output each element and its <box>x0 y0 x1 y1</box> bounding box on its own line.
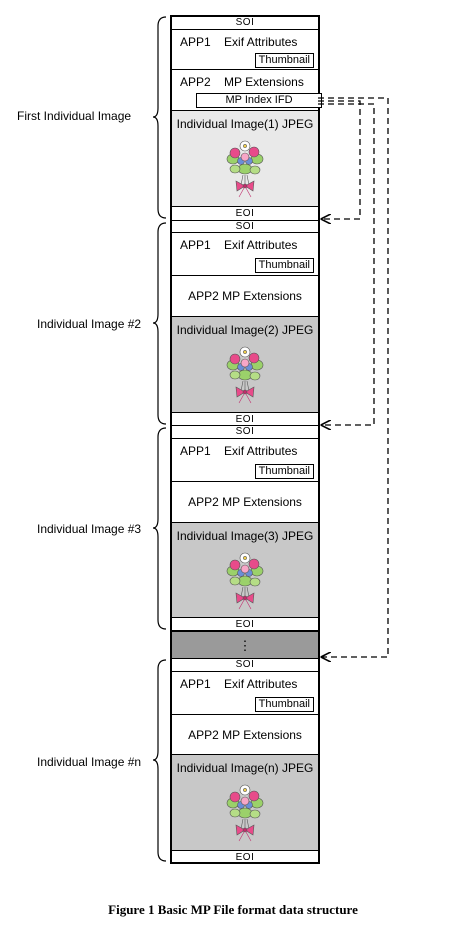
bouquet-icon <box>226 552 264 610</box>
eoi-marker: EOI <box>172 207 318 221</box>
app1-label: APP1 Exif Attributes <box>180 677 298 691</box>
app1-segment: APP1 Exif Attributes Thumbnail <box>172 439 318 482</box>
side-label-image-n: Individual Image #n <box>37 755 142 769</box>
image-1-jpeg: Individual Image(1) JPEG <box>172 111 318 207</box>
soi-marker: SOI <box>172 659 318 672</box>
mp-file-structure: SOI APP1 Exif Attributes Thumbnail APP2 … <box>170 15 322 864</box>
pointer-to-image-n <box>318 97 389 657</box>
app2-segment: APP2 MP Extensions <box>172 715 318 755</box>
pointer-to-image-1 <box>318 100 361 219</box>
bouquet-icon <box>226 346 264 404</box>
brace-image-2 <box>152 222 167 425</box>
image-label: Individual Image(1) JPEG <box>176 117 314 131</box>
side-label-first-image: First Individual Image <box>17 109 132 123</box>
soi-marker: SOI <box>172 426 318 439</box>
image-label: Individual Image(3) JPEG <box>176 529 314 543</box>
side-label-image-2: Individual Image #2 <box>37 317 142 331</box>
pointer-to-image-2 <box>318 103 375 425</box>
app1-label: APP1 Exif Attributes <box>180 238 298 252</box>
image-n-jpeg: Individual Image(n) JPEG <box>172 755 318 851</box>
soi-marker: SOI <box>172 221 318 233</box>
brace-image-3 <box>152 427 167 630</box>
eoi-marker: EOI <box>235 852 255 863</box>
thumbnail-box: Thumbnail <box>254 53 314 68</box>
image-3-jpeg: Individual Image(3) JPEG <box>172 523 318 618</box>
soi-marker: SOI <box>172 17 318 30</box>
app1-segment: APP1 Exif Attributes Thumbnail <box>172 672 318 715</box>
side-label-image-3: Individual Image #3 <box>37 522 142 536</box>
thumbnail-box: Thumbnail <box>254 464 314 479</box>
thumbnail-box: Thumbnail <box>254 258 314 273</box>
bouquet-icon <box>226 140 264 198</box>
image-label: Individual Image(n) JPEG <box>176 761 314 775</box>
thumbnail-box: Thumbnail <box>254 697 314 712</box>
figure-caption: Figure 1 Basic MP File format data struc… <box>108 902 358 917</box>
app2-segment-first: APP2 MP Extensions MP Index IFD <box>172 70 322 111</box>
ellipsis-separator: ⋮ <box>172 631 318 659</box>
image-label: Individual Image(2) JPEG <box>176 323 314 337</box>
app1-segment: APP1 Exif Attributes Thumbnail <box>172 30 318 70</box>
app1-segment: APP1 Exif Attributes Thumbnail <box>172 233 318 276</box>
brace-image-n <box>152 659 167 862</box>
app1-label: APP1 Exif Attributes <box>180 444 298 458</box>
mp-index-ifd-box: MP Index IFD <box>196 93 322 108</box>
app1-label: APP1 Exif Attributes <box>180 35 298 49</box>
bouquet-icon <box>226 784 264 842</box>
app2-segment: APP2 MP Extensions <box>172 482 318 523</box>
brace-first-image <box>152 16 167 219</box>
image-2-jpeg: Individual Image(2) JPEG <box>172 317 318 413</box>
app2-segment: APP2 MP Extensions <box>172 276 318 317</box>
app2-label: APP2 MP Extensions <box>180 75 304 89</box>
eoi-marker: EOI <box>172 618 318 631</box>
eoi-marker: EOI <box>172 413 318 426</box>
